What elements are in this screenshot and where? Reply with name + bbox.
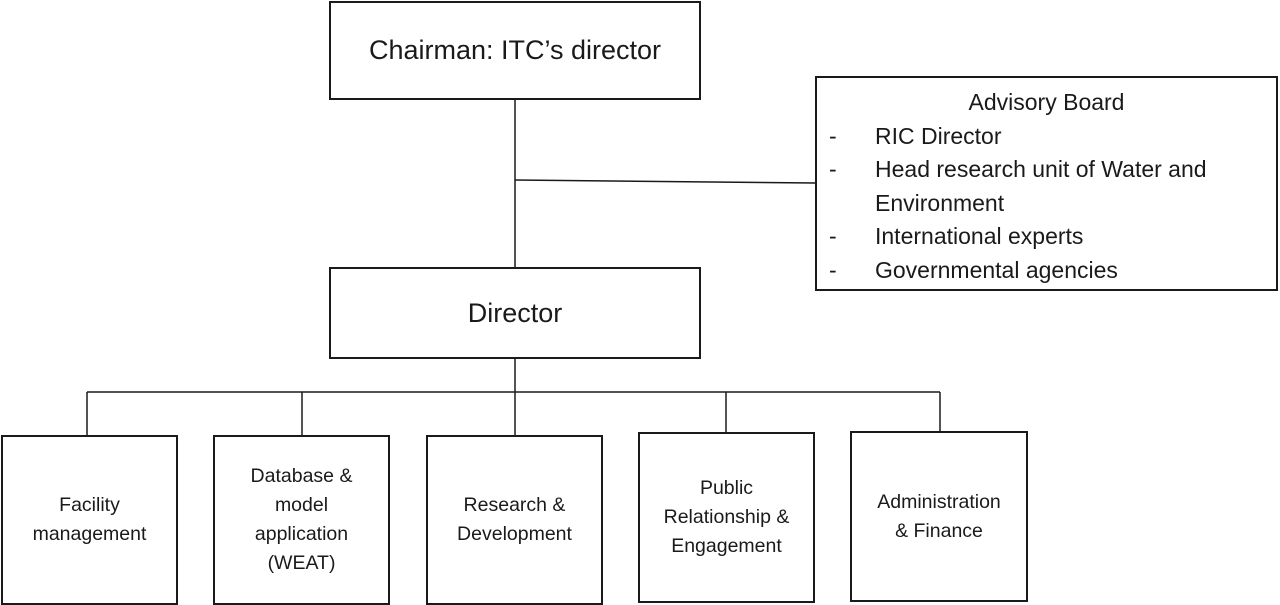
director-box: Director bbox=[329, 267, 701, 359]
advisory-member-head-research-unit: Head research unit of Water and Environm… bbox=[829, 153, 1264, 220]
advisory-board-list: RIC Director Head research unit of Water… bbox=[829, 120, 1264, 288]
department-label: Administration & Finance bbox=[877, 490, 1001, 542]
department-label: Research & Development bbox=[457, 494, 572, 545]
department-administration-finance: Administration & Finance bbox=[850, 431, 1028, 602]
advisory-member-ric-director: RIC Director bbox=[829, 120, 1264, 154]
department-database-model-application: Database & model application (WEAT) bbox=[213, 435, 390, 605]
connector-advisory-board bbox=[514, 179, 816, 184]
director-label: Director bbox=[467, 297, 563, 328]
department-public-relationship: Public Relationship & Engagement bbox=[638, 432, 815, 603]
chairman-label: Chairman: ITC’s director bbox=[368, 35, 662, 65]
advisory-member-governmental-agencies: Governmental agencies bbox=[829, 254, 1264, 288]
department-label: Public Relationship & Engagement bbox=[663, 477, 790, 557]
department-label: Facility management bbox=[32, 494, 147, 545]
department-label: Database & model application (WEAT) bbox=[250, 465, 353, 574]
advisory-member-international-experts: International experts bbox=[829, 220, 1264, 254]
advisory-board-box: Advisory Board RIC Director Head researc… bbox=[815, 76, 1278, 291]
department-facility-management: Facility management bbox=[1, 435, 178, 605]
department-research-development: Research & Development bbox=[426, 435, 603, 605]
chairman-box: Chairman: ITC’s director bbox=[329, 1, 701, 100]
advisory-board-title: Advisory Board bbox=[968, 89, 1125, 115]
